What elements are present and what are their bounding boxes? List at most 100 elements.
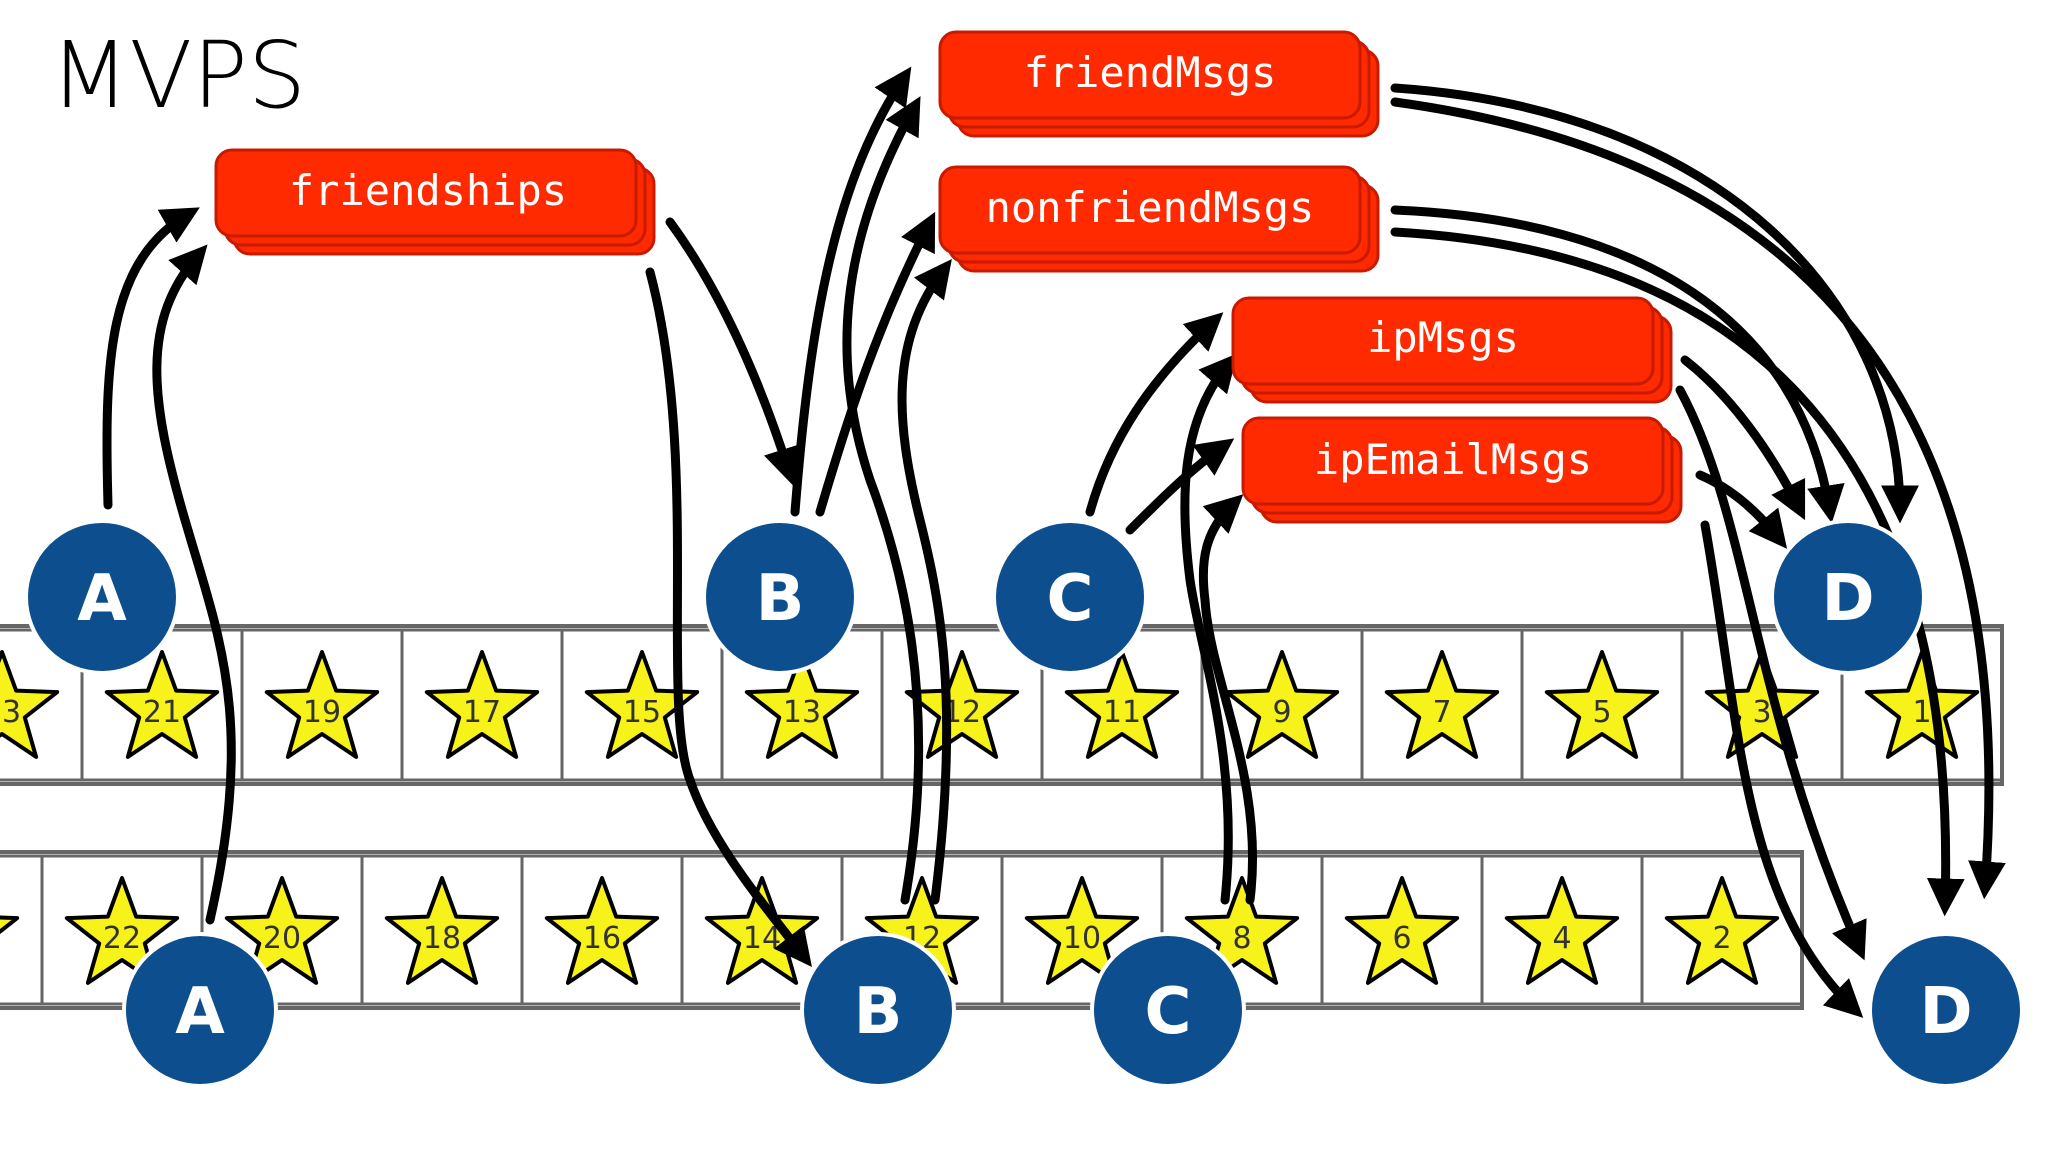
box-body xyxy=(1241,416,1665,506)
node-circle xyxy=(1090,932,1246,1088)
node-circle xyxy=(1770,519,1926,675)
arrow-c-bottom-to-ipemailmsgs xyxy=(1198,494,1258,905)
star-number: 13 xyxy=(783,695,821,730)
node-a-bottom: A xyxy=(122,932,278,1088)
node-label: B xyxy=(854,975,903,1049)
arrow-a-bottom-to-friendships xyxy=(152,244,236,925)
arrow-ipmsgs-to-d-top xyxy=(1680,355,1806,521)
star-number: 18 xyxy=(423,921,461,956)
star-number: 17 xyxy=(463,695,501,730)
arrow-nonfriendmsgs-to-d-top xyxy=(1390,205,1845,524)
star-icon xyxy=(1664,876,1780,985)
arrow-b-top-to-nonfriendmsgs xyxy=(815,211,936,517)
star-icon xyxy=(0,915,20,935)
worker-nodes: A B C D A B C D xyxy=(24,519,2024,1088)
box-body xyxy=(214,148,638,238)
star-icon xyxy=(104,650,220,759)
arrow-nonfriendmsgs-to-d-bottom xyxy=(1390,227,1965,917)
star-number: 21 xyxy=(143,695,181,730)
star-number: 15 xyxy=(623,695,661,730)
star-icon xyxy=(1864,650,1980,759)
star-icon xyxy=(1544,650,1660,759)
node-c-top: C xyxy=(992,519,1148,675)
arrow-ipemailmsgs-to-d-top xyxy=(1695,470,1788,549)
node-c-bottom: C xyxy=(1090,932,1246,1088)
table-box-ipMsgs: ipMsgs xyxy=(1231,296,1673,404)
star-number: 10 xyxy=(1063,921,1101,956)
star-icon xyxy=(744,650,860,759)
star-number: 5 xyxy=(1592,695,1611,730)
star-number: 11 xyxy=(1103,695,1141,730)
star-icon xyxy=(1344,876,1460,985)
arrow-b-top-to-friendmsgs-1 xyxy=(790,66,912,517)
node-d-top: D xyxy=(1770,519,1926,675)
star-icon xyxy=(1224,650,1340,759)
node-circle xyxy=(1868,932,2024,1088)
star-icon xyxy=(424,650,540,759)
star-icon xyxy=(384,876,500,985)
table-box-nonfriendMsgs: nonfriendMsgs xyxy=(938,165,1380,273)
star-icon xyxy=(584,650,700,759)
arrow-friendmsgs-to-d-top xyxy=(1390,83,1919,524)
arrow-b-bottom-to-nonfriendmsgs xyxy=(897,258,952,905)
node-label: A xyxy=(77,562,127,636)
node-b-bottom: B xyxy=(800,932,956,1088)
star-number: 9 xyxy=(1272,695,1291,730)
arrow-friendships-to-b-top xyxy=(665,217,801,486)
star-number: 8 xyxy=(1232,921,1251,956)
track-rows: 2321191715131211975312422201816141210864… xyxy=(0,624,2004,1010)
cell xyxy=(1640,854,1804,1006)
arrow-ipmsgs-to-d-bottom xyxy=(1675,385,1867,961)
arrow-ipemailmsgs-to-d-bottom xyxy=(1700,520,1864,1018)
star-icon xyxy=(1064,650,1180,759)
node-label: B xyxy=(756,562,805,636)
star-number: 22 xyxy=(103,921,141,956)
star-icon xyxy=(1184,876,1300,985)
node-label: C xyxy=(1145,975,1192,1049)
star-icon xyxy=(1504,876,1620,985)
star-number: 23 xyxy=(0,695,21,730)
flow-arrows xyxy=(102,66,2006,1018)
page-title: MVPS xyxy=(50,22,307,129)
arrow-c-top-to-ipmsgs xyxy=(1085,312,1224,517)
node-d-bottom: D xyxy=(1868,932,2024,1088)
box-body xyxy=(938,30,1362,120)
box-body xyxy=(1231,296,1655,386)
star-number: 1 xyxy=(1912,695,1931,730)
node-label: D xyxy=(1919,975,1972,1049)
star-icon xyxy=(1024,876,1140,985)
star-icon xyxy=(264,650,380,759)
arrow-friendships-to-b-bottom xyxy=(645,267,812,967)
node-label: A xyxy=(175,975,225,1049)
arrow-b-bottom-to-friendmsgs xyxy=(842,96,924,905)
star-number: 2 xyxy=(1712,921,1731,956)
box-label: friendships xyxy=(289,166,567,215)
star-icon xyxy=(1384,650,1500,759)
star-icon xyxy=(544,876,660,985)
table-box-ipEmailMsgs: ipEmailMsgs xyxy=(1241,416,1683,524)
star-number: 4 xyxy=(1552,921,1571,956)
star-number: 16 xyxy=(583,921,621,956)
arrow-a-top-to-friendships xyxy=(102,207,200,510)
star-icon xyxy=(0,650,60,759)
star-number: 3 xyxy=(1752,695,1771,730)
star-number: 7 xyxy=(1432,695,1451,730)
star-icon xyxy=(64,876,180,985)
node-a-top: A xyxy=(24,519,180,675)
box-label: friendMsgs xyxy=(1024,48,1277,97)
star-number: 19 xyxy=(303,695,341,730)
box-body xyxy=(938,165,1362,255)
node-circle xyxy=(992,519,1148,675)
row-top: 232119171513121197531 xyxy=(0,624,2004,786)
table-box-friendMsgs: friendMsgs xyxy=(938,30,1380,138)
arrow-c-top-to-ipemailmsgs xyxy=(1125,438,1235,535)
star-icon xyxy=(704,876,820,985)
box-label: ipMsgs xyxy=(1367,313,1519,362)
star-number: 20 xyxy=(263,921,301,956)
node-label: D xyxy=(1821,562,1874,636)
node-b-top: B xyxy=(702,519,858,675)
node-circle xyxy=(122,932,278,1088)
node-circle xyxy=(24,519,180,675)
star-icon xyxy=(224,876,340,985)
